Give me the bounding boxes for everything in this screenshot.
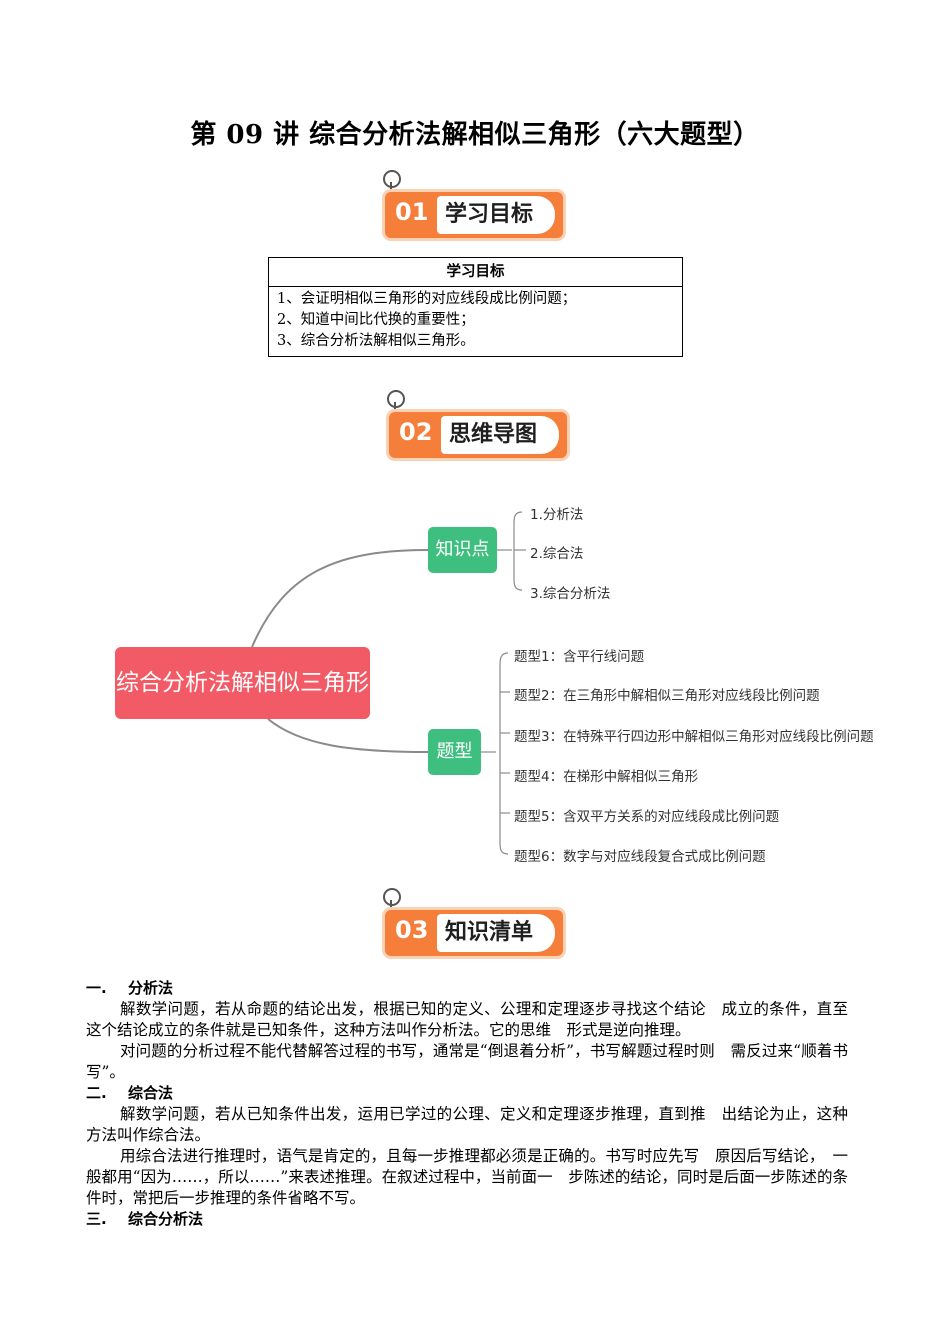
mind-map-node-types: 题型 (428, 729, 481, 775)
paragraph: 解数学问题，若从已知条件出发，运用已学过的公理、定义和定理逐步推理，直到推 出结… (86, 1105, 848, 1144)
section-badge-mindmap: 02 思维导图 (387, 390, 567, 458)
mind-map-leaf: 题型3：在特殊平行四边形中解相似三角形对应线段比例问题 (514, 729, 874, 745)
section-number: 02 (399, 418, 433, 446)
mind-map: 综合分析法解相似三角形 知识点 1.分析法 2.综合法 3.综合分析法 题型 题… (0, 490, 950, 870)
paragraph: 用综合法进行推理时，语气是肯定的，且每一步推理都必须是正确的。书写时应先写 原因… (86, 1147, 848, 1207)
objective-item: 3、综合分析法解相似三角形。 (277, 333, 475, 349)
objective-item: 2、知道中间比代换的重要性； (277, 312, 475, 328)
mind-map-leaf: 1.分析法 (530, 507, 584, 523)
objectives-table: 学习目标 1、会证明相似三角形的对应线段成比例问题； 2、知道中间比代换的重要性… (268, 257, 683, 357)
section-number: 01 (395, 198, 429, 226)
page-title: 第 09 讲 综合分析法解相似三角形（六大题型） (190, 120, 760, 150)
pin-icon (383, 170, 401, 188)
section-label: 学习目标 (437, 196, 555, 234)
objective-item: 1、会证明相似三角形的对应线段成比例问题； (277, 291, 577, 307)
section-badge-goals: 01 学习目标 (383, 170, 563, 238)
knowledge-content: 一.分析法 解数学问题，若从命题的结论出发，根据已知的定义、公理和定理逐步寻找这… (86, 978, 848, 1230)
pin-icon (383, 888, 401, 906)
section-heading: 一.分析法 (86, 979, 174, 997)
section-label: 知识清单 (437, 914, 555, 952)
section-number: 03 (395, 916, 429, 944)
mind-map-leaf: 题型4：在梯形中解相似三角形 (514, 769, 699, 785)
paragraph: 解数学问题，若从命题的结论出发，根据已知的定义、公理和定理逐步寻找这个结论 成立… (86, 1000, 848, 1039)
section-badge-knowledge: 03 知识清单 (383, 888, 563, 956)
mind-map-connectors (251, 511, 526, 855)
mind-map-leaf: 题型2：在三角形中解相似三角形对应线段比例问题 (514, 688, 820, 704)
paragraph: 对问题的分析过程不能代替解答过程的书写，通常是“倒退着分析”，书写解题过程时则 … (86, 1042, 848, 1081)
mind-map-leaf: 题型5：含双平方关系的对应线段成比例问题 (514, 809, 780, 825)
mind-map-leaf: 题型1：含平行线问题 (514, 649, 645, 665)
section-label: 思维导图 (441, 416, 559, 454)
section-heading: 二.综合法 (86, 1084, 174, 1102)
objectives-header: 学习目标 (269, 258, 682, 287)
section-heading: 三.综合分析法 (86, 1210, 204, 1228)
mind-map-root: 综合分析法解相似三角形 (115, 647, 370, 719)
mind-map-leaf: 3.综合分析法 (530, 586, 611, 602)
mind-map-node-knowledge: 知识点 (428, 527, 497, 573)
mind-map-leaf: 2.综合法 (530, 546, 584, 562)
pin-icon (387, 390, 405, 408)
mind-map-leaf: 题型6：数字与对应线段复合式成比例问题 (514, 849, 766, 865)
